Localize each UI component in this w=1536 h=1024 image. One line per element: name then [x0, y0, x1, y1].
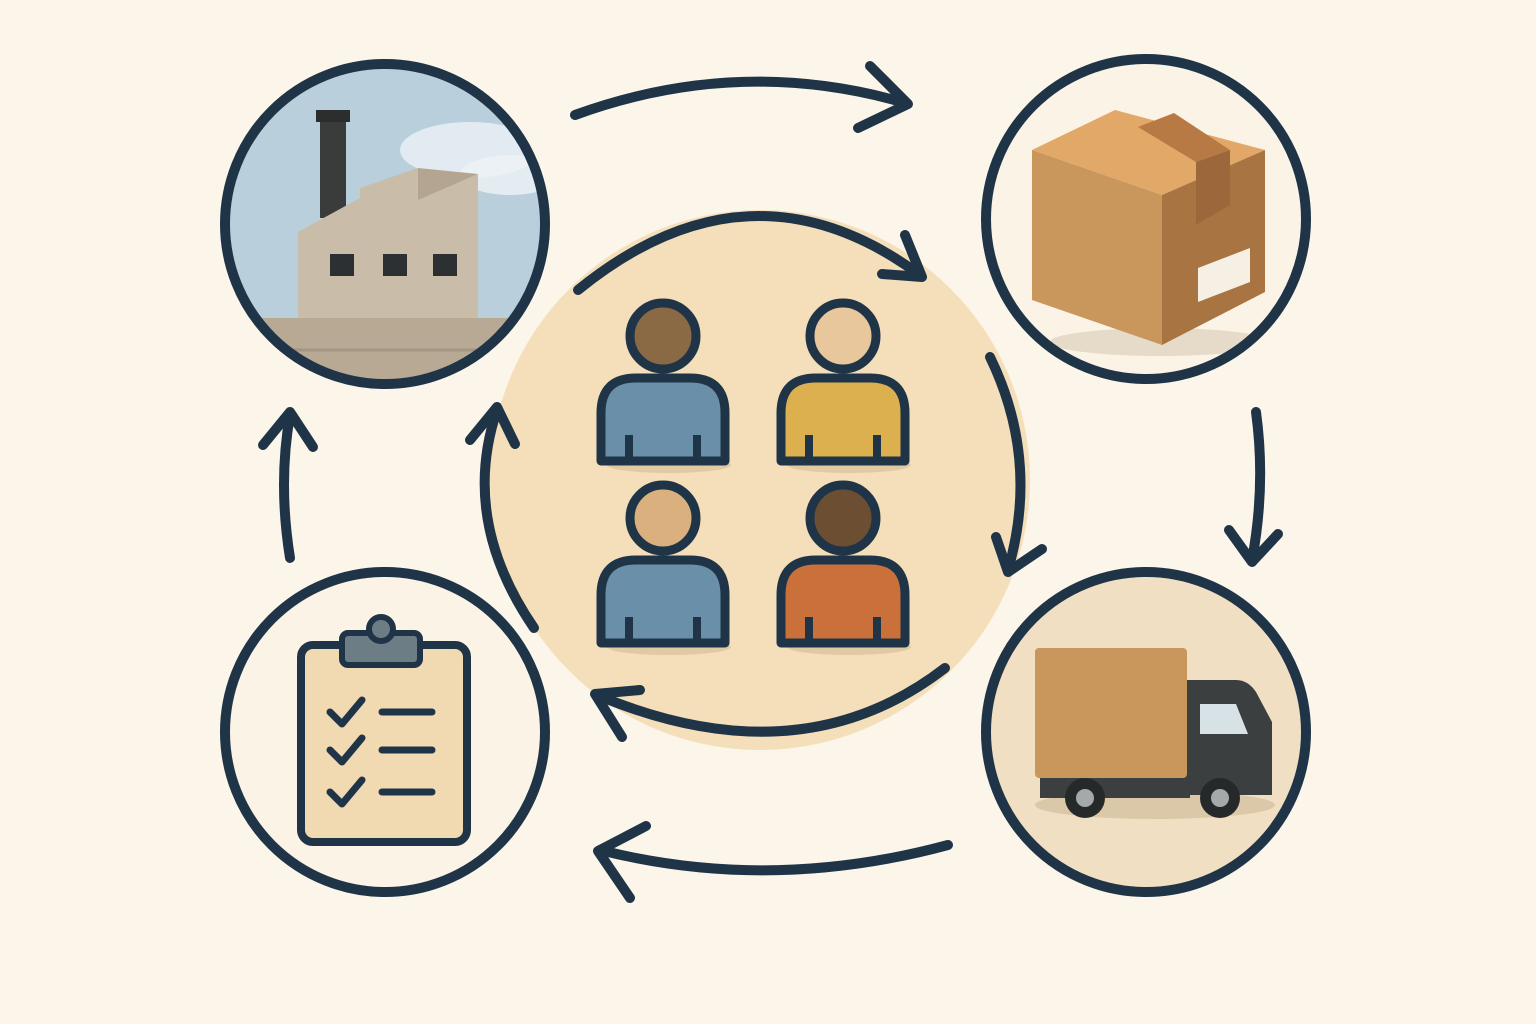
checklist-node: [220, 565, 550, 895]
package-node: [980, 55, 1310, 385]
